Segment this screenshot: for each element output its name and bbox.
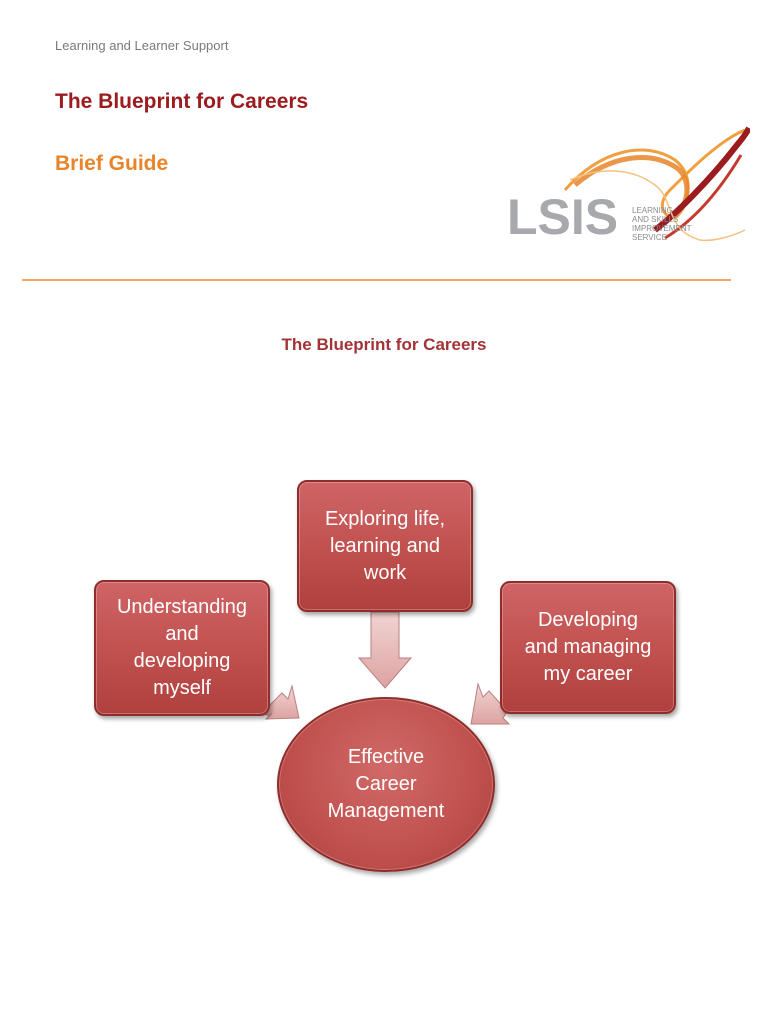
document-subtitle: Brief Guide	[55, 152, 169, 175]
logo-tagline-3: IMPROVEMENT	[632, 224, 692, 233]
logo-wordmark: LSIS	[507, 189, 618, 245]
box-developing-career: Developing and managing my career	[500, 581, 676, 714]
box-exploring-life: Exploring life, learning and work	[297, 480, 473, 612]
document-title: The Blueprint for Careers	[55, 90, 309, 113]
arrow-down	[357, 611, 413, 689]
logo-tagline-2: AND SKILLS	[632, 215, 678, 224]
header-section-label: Learning and Learner Support	[55, 38, 229, 53]
diagram-title: The Blueprint for Careers	[281, 335, 487, 354]
arrow-right-to-center	[470, 682, 511, 725]
logo-swirl-red-2	[664, 154, 743, 240]
logo-tagline-4: SERVICE	[632, 233, 667, 242]
arrow-left-to-center	[261, 684, 300, 720]
logo-swirl-red	[653, 126, 750, 233]
lsis-logo: LSIS LEARNING AND SKILLS IMPROVEMENT SER…	[507, 126, 750, 245]
header-divider	[22, 279, 731, 281]
center-effective-career-management: Effective Career Management	[277, 697, 495, 872]
logo-swirl-thin	[569, 170, 746, 242]
box-understanding-myself: Understanding and developing myself	[94, 580, 270, 716]
logo-tagline-1: LEARNING	[632, 206, 673, 215]
